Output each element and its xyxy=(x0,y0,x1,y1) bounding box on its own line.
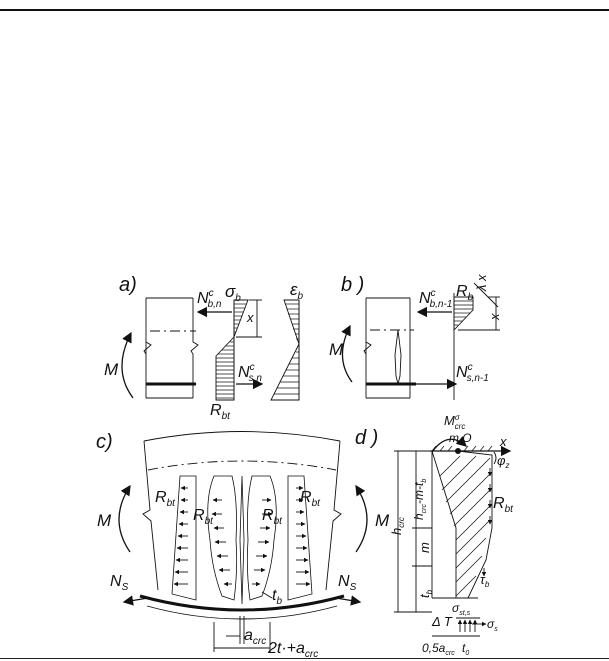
panel-d-label: d ) xyxy=(355,427,378,449)
panel-c-tooth-2 xyxy=(207,475,238,601)
panel-a-Rbt-label: Rbt xyxy=(210,402,231,422)
panel-d-stress-hatch xyxy=(439,455,493,597)
panel-d-hupper-label: hcrc-m-tb xyxy=(412,479,428,520)
panel-d-stress-block xyxy=(456,450,493,599)
panel-d-bond-arrows xyxy=(481,468,493,577)
panel-d-O-label: т.O xyxy=(449,431,472,445)
panel-c-bond-arrows xyxy=(173,485,311,587)
panel-a-tension-block xyxy=(215,335,235,401)
panel-d-half-a-label: 0,5acrc xyxy=(422,641,455,657)
panel-d-hcrc-label: hcrc xyxy=(389,517,406,535)
bottom-border-line xyxy=(0,658,609,659)
panel-a-left-break xyxy=(143,341,152,355)
panel-c-neutral-axis xyxy=(147,460,337,471)
panel-c-moment-right xyxy=(355,484,368,553)
panel-c-Rbt-1: Rbt xyxy=(155,489,176,509)
panel-d-sigma-s-label: σst,s xyxy=(452,601,471,617)
panel-c-top-edge xyxy=(143,431,341,442)
panel-c-right-edge xyxy=(325,440,342,591)
panel-a-strain-bottom xyxy=(270,343,300,401)
panel-a-tension-hatch xyxy=(216,341,234,399)
panel-b-lambda-dim-line xyxy=(473,282,499,308)
panel-b-compression-block xyxy=(453,296,474,332)
panel-a-eps-b: εb xyxy=(290,280,303,302)
panel-c-gap-label: 2t·+acrc xyxy=(267,640,318,660)
panel-c-Rbt-3: Rbt xyxy=(262,507,283,527)
panel-a-sigma-b: σb xyxy=(225,282,241,304)
panel-b-left-break xyxy=(363,341,372,355)
panel-b-compression-hatch xyxy=(454,300,473,326)
panel-c-central-crack xyxy=(239,475,245,605)
panel-d-phi-label: φz xyxy=(497,453,509,470)
panel-c-rebar xyxy=(139,594,345,612)
panel-d-x-label: x xyxy=(499,434,507,449)
panel-b-x-label: x xyxy=(487,313,502,321)
panel-a-strain-top xyxy=(283,299,300,345)
panel-d-deltaT-label: Δ T xyxy=(431,614,453,629)
panel-d-tb-label: tb xyxy=(417,589,434,598)
panel-b-crack xyxy=(394,329,402,385)
panel-d-phi-arc xyxy=(493,451,497,465)
panel-d-moment-arrow xyxy=(431,436,467,453)
panel-d-top-hatch xyxy=(431,445,493,452)
panel-d-Rbt-label: Rbt xyxy=(493,495,514,515)
panel-d-m-label: m xyxy=(417,542,432,553)
panel-c-bottom-edge xyxy=(146,605,338,620)
panel-c-acrc-label: acrc xyxy=(244,627,266,647)
panel-a-strain-hatch xyxy=(274,303,299,395)
panel-c-Ns-left-arrow xyxy=(122,595,149,606)
panel-d-t0-label: t0 xyxy=(462,641,469,657)
panel-d-tau-label: τb xyxy=(480,572,490,589)
panel-c-tb-leader xyxy=(261,591,273,599)
panel-b-M-label: M xyxy=(329,340,344,359)
panel-c-moment-left xyxy=(118,484,131,553)
panel-a-moment-arrow xyxy=(121,331,134,399)
panel-c-tooth-3 xyxy=(246,475,277,601)
panel-c-left-edge xyxy=(142,440,159,591)
panel-a-M-label: M xyxy=(104,360,119,379)
panel-c-tooth-4 xyxy=(287,475,313,601)
panel-a-break-line xyxy=(190,298,199,398)
panel-a-label: a) xyxy=(119,274,137,296)
panel-c-M-left: M xyxy=(97,511,112,530)
panel-b-Rb-label: Rb xyxy=(456,283,474,303)
panel-a: a) M xyxy=(104,274,303,422)
panel-a-x-label: x xyxy=(246,310,254,325)
panel-d-sigma-s2-label: σs xyxy=(487,617,498,633)
panel-b-lambda-x-label: λ x xyxy=(474,274,489,292)
panel-a-compression-hatch xyxy=(234,303,246,333)
panel-c-Ns-right: NS xyxy=(338,573,357,593)
panel-b-label: b ) xyxy=(341,274,364,296)
panel-c-Ns-left: NS xyxy=(110,573,129,593)
panel-c-M-right: M xyxy=(375,511,390,530)
panel-c-Rbt-4: Rbt xyxy=(300,489,321,509)
panel-c: c) M M xyxy=(96,431,390,660)
panel-c-Ns-right-arrow xyxy=(335,595,362,606)
panel-a-compression-block xyxy=(233,299,249,338)
top-border-line xyxy=(0,9,609,11)
panel-d-sigma-arrows xyxy=(457,619,478,632)
panel-c-tooth-1 xyxy=(171,475,197,601)
panel-c-Rbt-2: Rbt xyxy=(193,507,214,527)
panel-d-crack-face xyxy=(431,450,457,598)
panel-b-moment-arrow xyxy=(341,324,353,383)
panel-c-label: c) xyxy=(96,431,113,453)
panel-c-tb-label: tb xyxy=(272,587,282,607)
